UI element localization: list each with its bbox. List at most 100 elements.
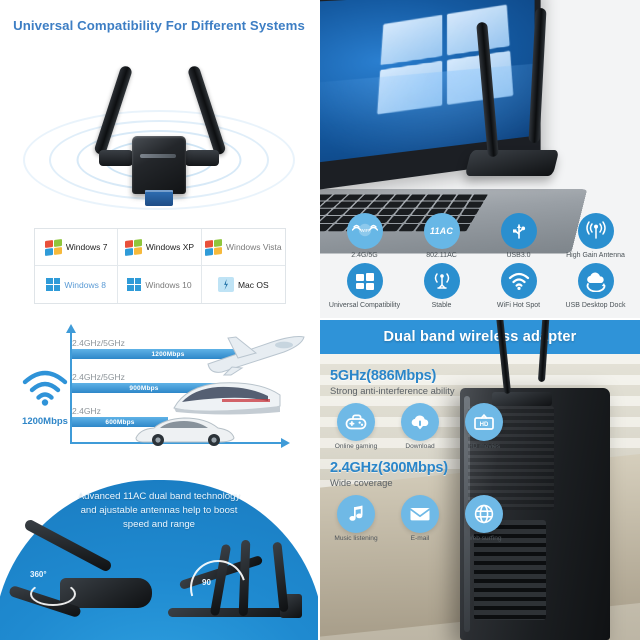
angle-label-360: 360° (30, 570, 47, 579)
feature-stable: Stable (406, 263, 478, 310)
chart-bar-group-1: 2.4GHz/5GHz 1200Mbps (72, 338, 264, 359)
os-label-mac-os: Mac OS (237, 279, 269, 290)
band-5ghz-title: 5GHz(886Mbps) (330, 368, 437, 384)
feature-usb-desktop-dock: USB Desktop Dock (560, 263, 632, 310)
feature-label: 2.4G/5G (351, 251, 378, 259)
antenna-right-icon (186, 64, 227, 156)
antenna-description-line-3: speed and range (122, 518, 195, 530)
windows-flag-icon (124, 238, 142, 256)
band-24ghz-title: 2.4GHz(300Mbps) (330, 460, 448, 476)
chart-wifi-badge: 1200Mbps (14, 368, 76, 427)
chart-bar-group-3: 2.4GHz 600Mbps (72, 406, 168, 427)
use-online-gaming: Online gaming (330, 403, 382, 450)
globe-icon (465, 495, 503, 533)
laptop-screen (320, 0, 535, 164)
os-cell-windows-vista: Windows Vista (201, 229, 285, 266)
standard-11ac-icon: 11AC (423, 212, 460, 249)
use-label: Online gaming (334, 443, 378, 450)
feature-label: WiFi Hot Spot (496, 302, 541, 310)
feature-dual-band: WIFI 2.4G/5G (329, 212, 401, 260)
use-label: Web surfing (466, 535, 502, 542)
windows-flag-icon (44, 238, 62, 256)
band-24ghz-block: 2.4GHz(300Mbps) Wide coverage Music list… (330, 460, 510, 542)
antenna-description: Advanced 11AC dual band technology and a… (0, 490, 318, 532)
usb-icon (500, 212, 537, 249)
os-cell-windows-xp: Windows XP (118, 229, 202, 266)
windows-logo-icon (346, 263, 383, 300)
band-5ghz-subtitle: Strong anti-interference ability (330, 385, 455, 396)
os-cell-mac-os: Mac OS (202, 266, 285, 303)
antenna-flat-icon (168, 608, 300, 617)
antenna-description-line-2: and ajustable antennas help to boost (80, 504, 238, 516)
dual-band-header-bar: Dual band wireless adapter (320, 320, 640, 354)
band-24ghz-subtitle: Wide coverage (330, 477, 393, 488)
wifi-icon (500, 263, 537, 300)
panel-laptop-features: WIFI 2.4G/5G 11AC 802.11AC (320, 0, 640, 318)
mac-face-icon (217, 277, 234, 292)
adapter-dock-base (464, 150, 560, 176)
windows-flat-icon (127, 278, 142, 291)
os-cell-windows-10: Windows 10 (118, 266, 202, 303)
cloud-sync-icon (577, 263, 614, 300)
rotation-arc-decoration (30, 582, 76, 606)
chart-bar-value-3: 600Mbps (105, 418, 135, 426)
feature-label: Stable (431, 302, 452, 310)
dual-band-wifi-icon: WIFI (346, 212, 383, 249)
use-email: E-mail (394, 495, 446, 542)
use-hd-movies: HD HD movies (458, 403, 510, 450)
feature-row-2: Universal Compatibility Stable (320, 263, 640, 314)
chart-wifi-badge-label: 1200Mbps (22, 416, 68, 427)
use-label: HD movies (467, 443, 501, 450)
usb-connector (145, 190, 173, 206)
band-5ghz-block: 5GHz(886Mbps) Strong anti-interference a… (330, 368, 510, 450)
panel-universal-compatibility: Universal Compatibility For Different Sy… (0, 0, 318, 318)
chart-bar-2: 900Mbps (72, 383, 216, 393)
feature-11ac: 11AC 802.11AC (406, 212, 478, 260)
music-note-icon (337, 495, 375, 533)
chart-bar-band-3: 2.4GHz (72, 406, 101, 416)
feature-label: USB3.0 (506, 251, 531, 259)
chart-x-axis (70, 438, 290, 448)
chart-bar-value-2: 900Mbps (129, 384, 159, 392)
feature-label: High Gain Antenna (566, 251, 625, 259)
panel-dual-band-adapter: Dual band wireless adapter 5GHz(886Mbps)… (320, 320, 640, 640)
compatibility-title: Universal Compatibility For Different Sy… (13, 18, 305, 33)
envelope-icon (401, 495, 439, 533)
gamepad-icon (337, 403, 375, 441)
sports-car-icon (135, 417, 235, 446)
usb-adapter-on-pc (492, 392, 552, 406)
os-label-windows-10: Windows 10 (145, 279, 192, 290)
chart-y-axis (66, 324, 76, 444)
os-cell-windows-7: Windows 7 (35, 229, 119, 266)
band-24ghz-use-icons: Music listening E-mail (330, 495, 510, 542)
use-music-listening: Music listening (330, 495, 382, 542)
adapter-tilt-photo: 90 (160, 536, 316, 632)
angle-label-90: 90 (202, 578, 211, 587)
antenna-left-icon (93, 64, 134, 156)
os-compatibility-grid: Windows 7 Windows XP Windows Vista Windo… (34, 228, 286, 304)
chart-bar-1: 1200Mbps (72, 349, 264, 359)
os-label-windows-xp: Windows XP (145, 242, 195, 252)
antenna-signal-icon (577, 212, 614, 249)
feature-high-gain-antenna: High Gain Antenna (560, 212, 632, 260)
hd-tv-icon: HD (465, 403, 503, 441)
feature-label: 802.11AC (426, 251, 457, 259)
use-download: Download (394, 403, 446, 450)
chart-bar-group-2: 2.4GHz/5GHz 900Mbps (72, 372, 216, 393)
feature-label: Universal Compatibility (328, 302, 401, 310)
panel-divider-vertical (318, 0, 320, 640)
chart-bar-3: 600Mbps (72, 417, 168, 427)
badge-text-11ac: 11AC (429, 225, 454, 236)
bullet-train-icon (173, 382, 281, 415)
feature-universal-compatibility: Universal Compatibility (329, 263, 401, 310)
svg-text:HD: HD (480, 422, 489, 428)
chart-bar-value-1: 1200Mbps (151, 350, 185, 358)
band-5ghz-use-icons: Online gaming Download (330, 403, 510, 450)
usb-adapter-product-photo (49, 64, 269, 218)
chart-bar-band-1: 2.4GHz/5GHz (72, 338, 125, 348)
use-label: E-mail (410, 535, 430, 542)
os-cell-windows-8: Windows 8 (35, 266, 119, 303)
dual-band-header-title: Dual band wireless adapter (383, 329, 577, 345)
antenna-tilt-4-icon (272, 541, 289, 613)
